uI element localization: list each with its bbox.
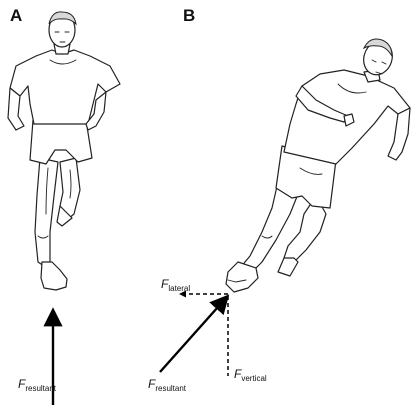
- panel-a: A: [8, 6, 120, 405]
- runner-a-shoe: [41, 262, 67, 290]
- runner-a-figure: [8, 12, 120, 290]
- panel-b-label: B: [183, 6, 195, 25]
- runner-a-shorts: [30, 120, 92, 164]
- force-label-lateral: Flateral: [161, 277, 190, 293]
- runner-b-back-shoe: [278, 258, 298, 276]
- force-label-vertical: Fvertical: [234, 367, 267, 383]
- runner-b-planted-shoe: [226, 262, 258, 292]
- resultant-force-arrow-b: [160, 298, 226, 372]
- panel-a-label: A: [10, 6, 22, 25]
- force-label-resultant-a: Fresultant: [18, 377, 57, 393]
- runner-b-figure: [226, 38, 410, 292]
- force-label-resultant-b: Fresultant: [148, 377, 187, 393]
- panel-b: B: [148, 6, 410, 393]
